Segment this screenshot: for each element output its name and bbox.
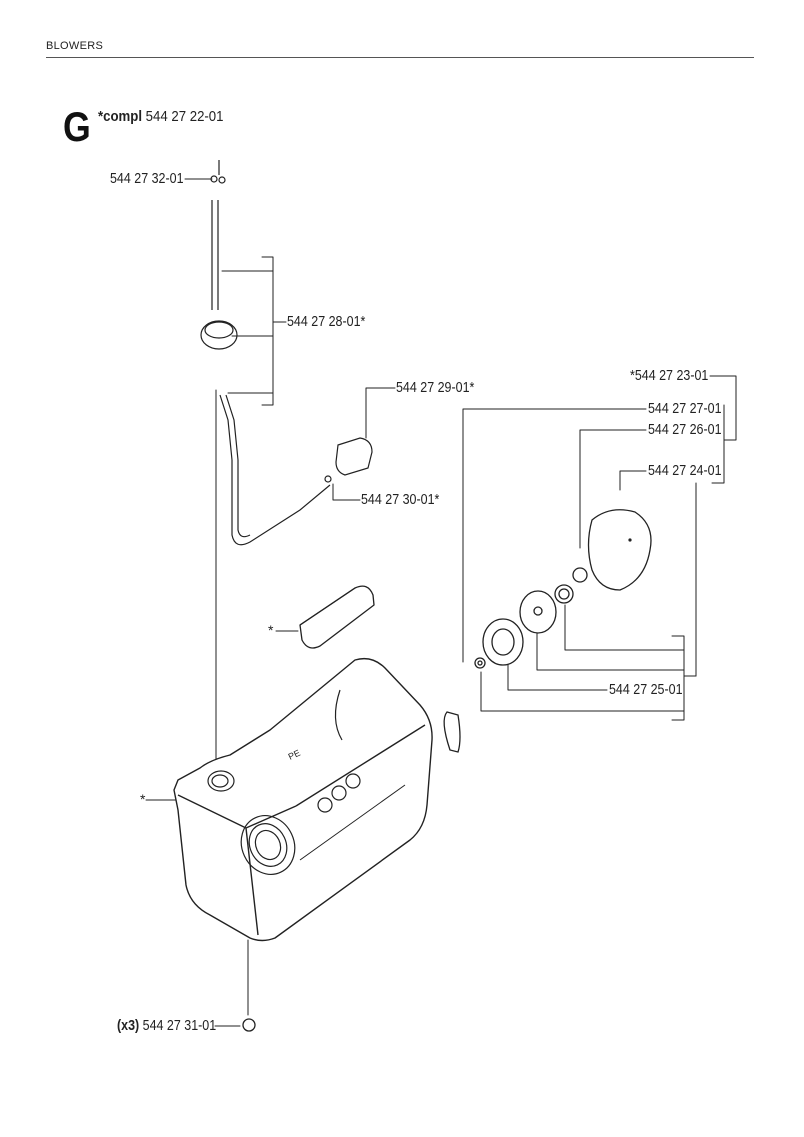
part-label-544-27-25-01: 544 27 25-01 <box>609 682 683 698</box>
part-label-544-27-31-01: (x3) 544 27 31-01 <box>117 1018 216 1034</box>
tank-star-marker: * <box>140 791 146 807</box>
part-label-544-27-30-01: 544 27 30-01* <box>361 492 440 508</box>
section-letter: G <box>63 103 91 150</box>
part-label-544-27-26-01: 544 27 26-01 <box>648 422 722 438</box>
page-header: BLOWERS <box>46 40 104 52</box>
part-label-544-27-27-01: 544 27 27-01 <box>648 401 722 417</box>
compl-prefix: *compl <box>98 108 143 125</box>
part-label-544-27-29-01: 544 27 29-01* <box>396 380 475 396</box>
foam-star-marker: * <box>268 622 274 638</box>
quantity-label: (x3) <box>117 1018 140 1034</box>
part-label-544-27-28-01: 544 27 28-01* <box>287 314 366 330</box>
part-label-544-27-32-01: 544 27 32-01 <box>110 171 184 187</box>
tank-material-mark: PE <box>287 748 302 762</box>
complete-assembly-label: *compl 544 27 22-01 <box>98 108 223 125</box>
compl-number: 544 27 22-01 <box>145 108 224 125</box>
part-label-544-27-23-01: *544 27 23-01 <box>630 368 709 384</box>
part-label-544-27-24-01: 544 27 24-01 <box>648 463 722 479</box>
part-number: 544 27 31-01 <box>142 1018 217 1034</box>
header-divider <box>46 57 754 58</box>
